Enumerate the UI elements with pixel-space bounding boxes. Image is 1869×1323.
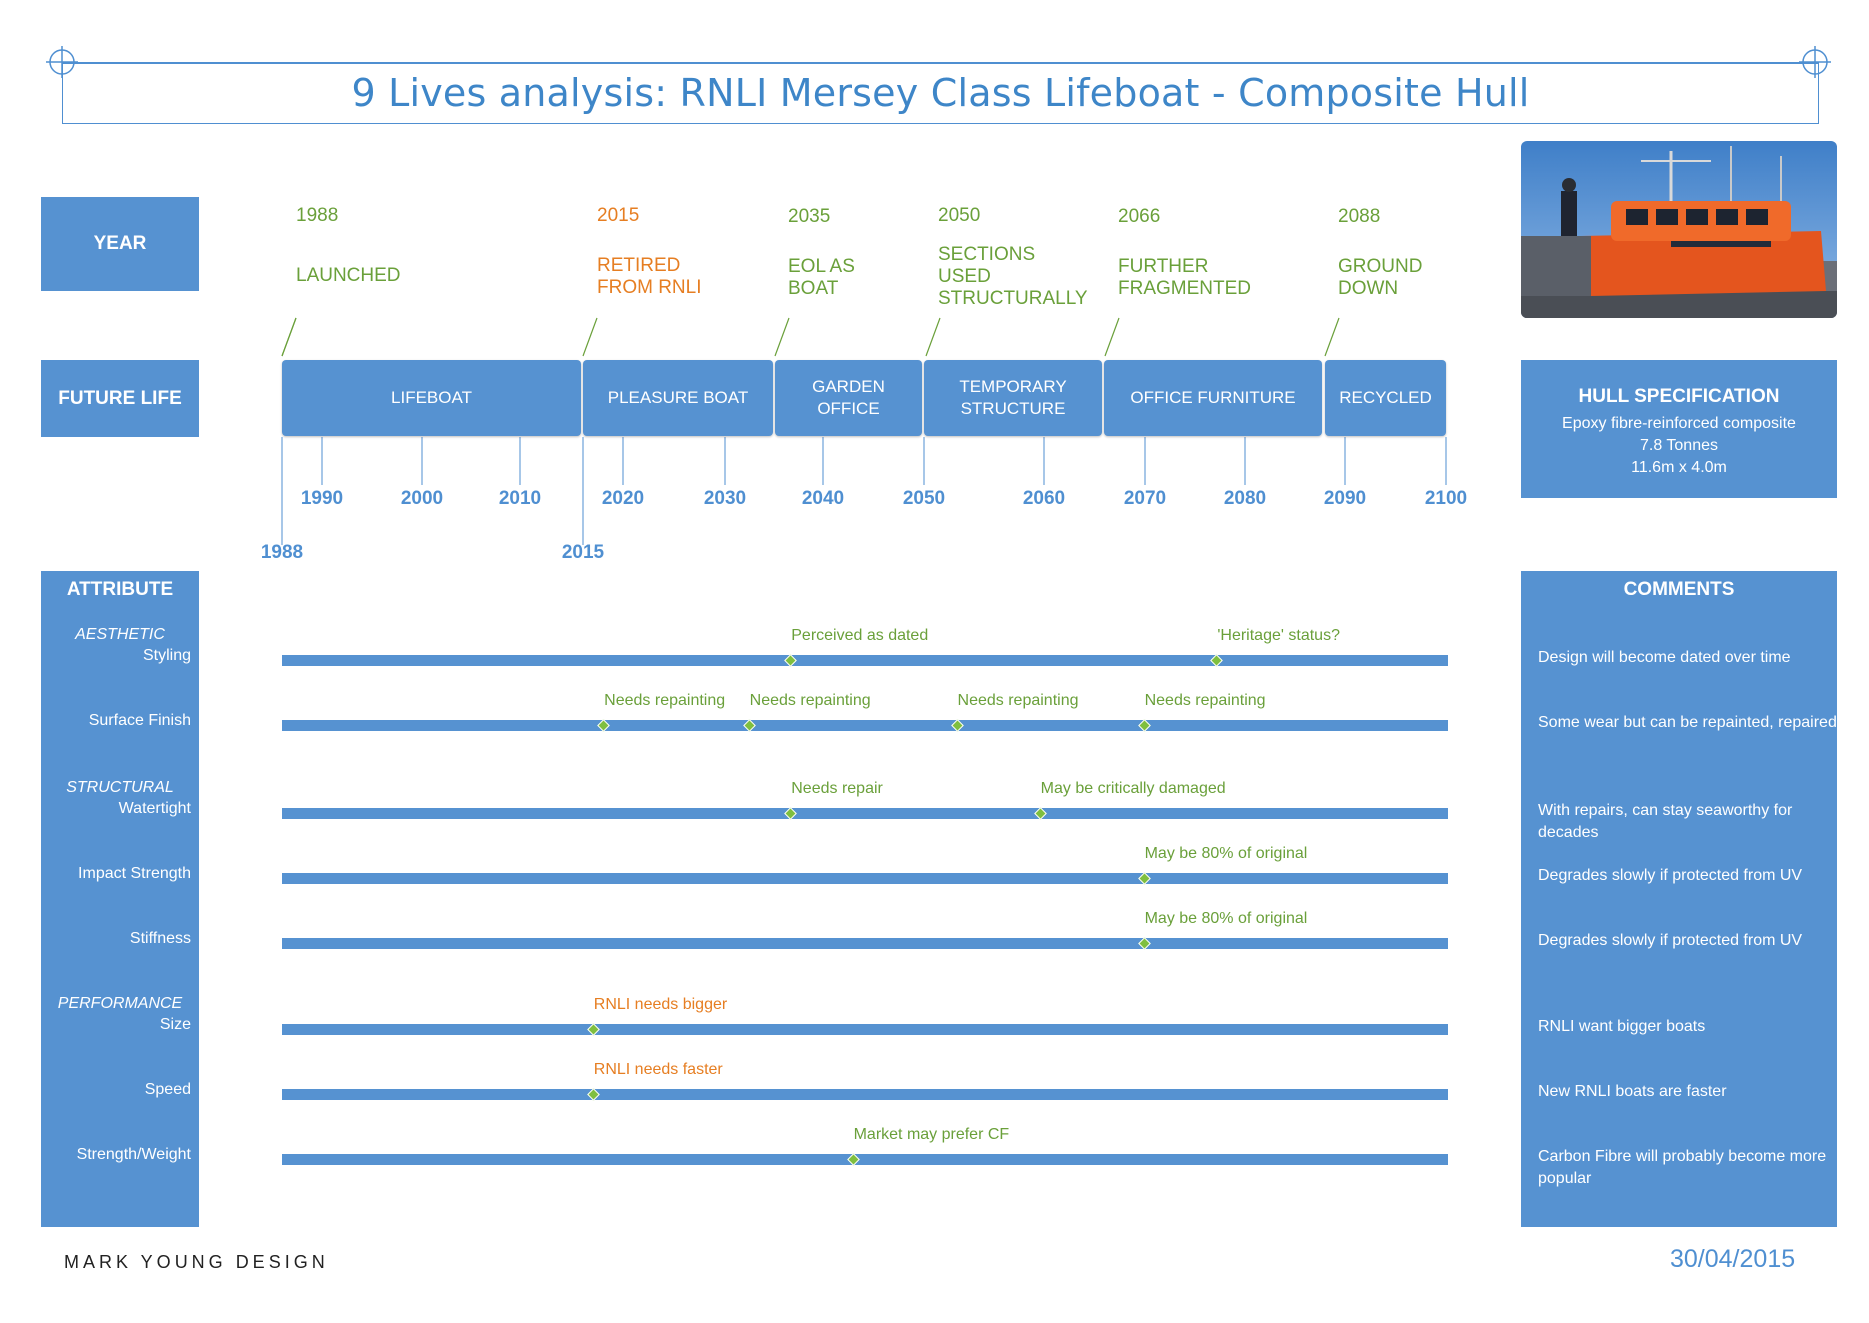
tick-label: 2070 xyxy=(1123,488,1167,509)
phase-office-furniture: OFFICE FURNITURE xyxy=(1104,360,1322,436)
tick-label: 2050 xyxy=(902,488,946,509)
attribute-panel xyxy=(41,571,199,1227)
brand-footer: MARK YOUNG DESIGN xyxy=(64,1252,329,1272)
event-year: 1988 xyxy=(296,205,339,226)
future-life-header: FUTURE LIFE xyxy=(41,360,199,437)
date-footer: 30/04/2015 xyxy=(1670,1245,1796,1273)
attribute-timeline-bar xyxy=(282,938,1448,949)
comments-panel xyxy=(1521,571,1837,1227)
marker-label: RNLI needs bigger xyxy=(593,996,728,1013)
attribute-timeline-bar xyxy=(282,1089,1448,1100)
phase-pleasure-boat: PLEASURE BOAT xyxy=(583,360,773,436)
attribute-name: Speed xyxy=(144,1081,191,1098)
tick-label: 2010 xyxy=(498,488,542,509)
marker-label: May be 80% of original xyxy=(1144,845,1308,862)
attribute-category: PERFORMANCE xyxy=(57,995,183,1012)
attribute-name: Surface Finish xyxy=(88,712,191,729)
comment-text: Carbon Fibre will probably become more p… xyxy=(1538,1148,1827,1187)
event-year: 2050 xyxy=(938,205,981,226)
event-label: EOL AS BOAT xyxy=(788,256,855,299)
title-frame xyxy=(62,62,1819,124)
comment-text: New RNLI boats are faster xyxy=(1538,1083,1727,1100)
event-label: FURTHER FRAGMENTED xyxy=(1118,256,1251,299)
event-label: SECTIONS USED STRUCTURALLY xyxy=(938,244,1088,309)
attribute-name: Size xyxy=(159,1016,191,1033)
attribute-timeline-bar xyxy=(282,808,1448,819)
event-label: RETIRED FROM RNLI xyxy=(597,255,702,298)
event-year: 2015 xyxy=(597,205,640,226)
attribute-timeline-bar xyxy=(282,1154,1448,1165)
phase-lifeboat: LIFEBOAT xyxy=(282,360,581,436)
attribute-timeline-bar xyxy=(282,720,1448,731)
event-year: 2088 xyxy=(1338,206,1381,227)
phase-garden-office: GARDEN OFFICE xyxy=(775,360,922,436)
year-header: YEAR xyxy=(41,197,199,291)
marker-label: Perceived as dated xyxy=(791,627,929,644)
crosshair-icon xyxy=(46,46,78,78)
attribute-name: Watertight xyxy=(118,800,191,817)
tick-label: 2100 xyxy=(1424,488,1468,509)
page-title: 9 Lives analysis: RNLI Mersey Class Life… xyxy=(351,71,1530,115)
comment-text: Design will become dated over time xyxy=(1538,649,1791,666)
marker-label: Needs repainting xyxy=(1144,692,1266,709)
attribute-timeline-bar xyxy=(282,1024,1448,1035)
comment-text: Degrades slowly if protected from UV xyxy=(1538,867,1803,884)
tick-label: 2040 xyxy=(801,488,845,509)
event-label: LAUNCHED xyxy=(296,265,401,286)
comment-text: RNLI want bigger boats xyxy=(1538,1018,1706,1035)
tick-label: 2000 xyxy=(400,488,444,509)
marker-label: Needs repair xyxy=(791,780,883,797)
event-year: 2066 xyxy=(1118,206,1161,227)
attribute-timeline-bar xyxy=(282,873,1448,884)
attribute-header: ATTRIBUTE xyxy=(66,579,174,600)
attribute-timeline-bar xyxy=(282,655,1448,666)
tick-label-start: 2015 xyxy=(561,542,605,563)
lifeboat-photo xyxy=(1521,141,1837,318)
marker-label: Needs repainting xyxy=(604,692,726,709)
crosshair-icon xyxy=(1799,46,1831,78)
comment-text: With repairs, can stay seaworthy for dec… xyxy=(1538,802,1793,841)
hull-spec-line: 7.8 Tonnes xyxy=(1640,437,1718,454)
attribute-name: Strength/Weight xyxy=(76,1146,191,1163)
tick-label: 2080 xyxy=(1223,488,1267,509)
marker-label: RNLI needs faster xyxy=(593,1061,723,1078)
tick-label: 1990 xyxy=(300,488,344,509)
phase-temporary-structure: TEMPORARY STRUCTURE xyxy=(924,360,1102,436)
marker-label: May be 80% of original xyxy=(1144,910,1308,927)
marker-label: Needs repainting xyxy=(957,692,1079,709)
marker-label: Market may prefer CF xyxy=(853,1126,1010,1143)
attribute-category: STRUCTURAL xyxy=(66,779,174,796)
tick-label-start: 1988 xyxy=(260,542,304,563)
attribute-category: AESTHETIC xyxy=(75,626,165,643)
hull-spec-line: Epoxy fibre-reinforced composite xyxy=(1562,415,1796,432)
comment-text: Some wear but can be repainted, repaired xyxy=(1538,714,1837,731)
marker-label: Needs repainting xyxy=(749,692,871,709)
comment-text: Degrades slowly if protected from UV xyxy=(1538,932,1803,949)
marker-label: 'Heritage' status? xyxy=(1217,627,1340,644)
lifeboat-illustration xyxy=(1521,141,1837,318)
hull-spec-panel: HULL SPECIFICATION Epoxy fibre-reinforce… xyxy=(1521,360,1837,498)
hull-spec-line: 11.6m x 4.0m xyxy=(1631,459,1727,476)
hull-spec-title: HULL SPECIFICATION xyxy=(1578,386,1780,407)
event-label: GROUND DOWN xyxy=(1338,256,1423,299)
tick-label: 2030 xyxy=(703,488,747,509)
tick-label: 2090 xyxy=(1323,488,1367,509)
tick-label: 2020 xyxy=(601,488,645,509)
comments-header: COMMENTS xyxy=(1623,579,1735,600)
marker-label: May be critically damaged xyxy=(1040,780,1226,797)
attribute-name: Stiffness xyxy=(129,930,191,947)
phase-recycled: RECYCLED xyxy=(1325,360,1446,436)
tick-label: 2060 xyxy=(1022,488,1066,509)
attribute-name: Impact Strength xyxy=(78,865,191,882)
attribute-name: Styling xyxy=(142,647,191,664)
event-year: 2035 xyxy=(788,206,831,227)
